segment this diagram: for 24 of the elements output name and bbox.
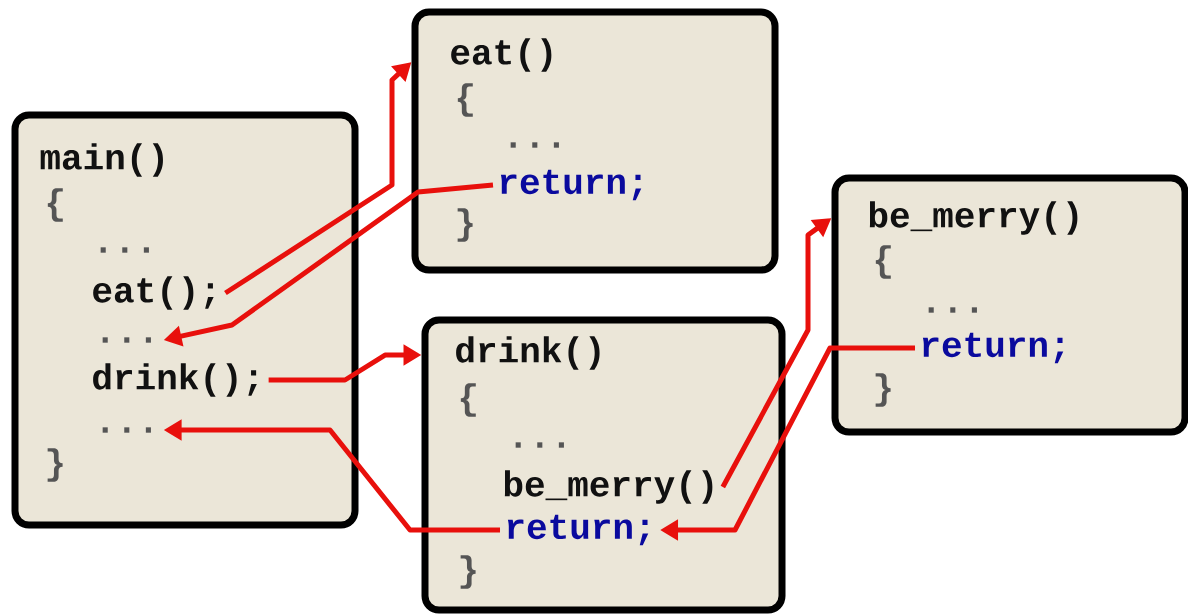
code-line: } (457, 208, 473, 242)
code-line: be_merry() (504, 470, 713, 504)
code-line: { (460, 383, 476, 417)
code-line: } (47, 448, 63, 482)
code-line: ... (510, 142, 559, 148)
code-line: { (875, 245, 891, 279)
code-line: ... (515, 442, 564, 448)
function-header: drink() (456, 336, 600, 370)
code-line: ... (102, 427, 151, 433)
function-header: main() (40, 143, 163, 177)
code-line: eat(); (93, 276, 214, 310)
code-line: { (47, 188, 63, 222)
code-line: ... (928, 307, 977, 313)
code-line: } (460, 555, 476, 589)
code-line: ... (102, 337, 151, 343)
code-line: return; (922, 332, 1064, 364)
code-line: drink(); (93, 363, 257, 397)
code-line: return; (500, 169, 642, 201)
code-line: { (457, 83, 473, 117)
code-line: ... (100, 247, 149, 253)
function-header: be_merry() (869, 201, 1078, 235)
code-line: return; (507, 514, 649, 546)
function-header: eat() (451, 38, 552, 72)
code-line: } (875, 373, 891, 407)
